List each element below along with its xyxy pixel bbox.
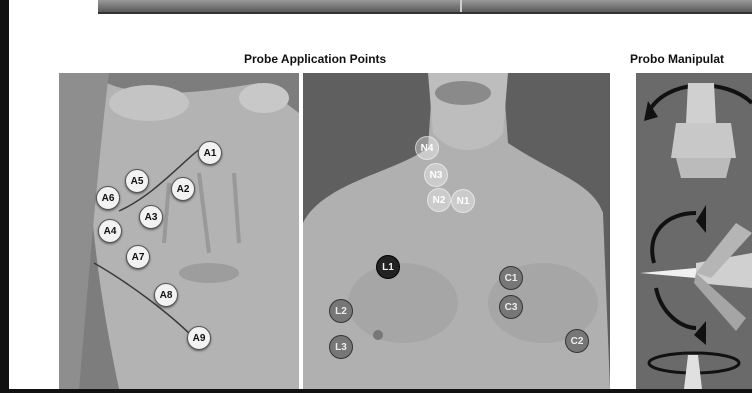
chest-image-panel: N4 N3 N2 N1 L1 C1 C3 L2 L3 C2 <box>303 73 610 389</box>
top-toolbar-strip <box>98 0 752 14</box>
window-bottom-border <box>9 389 752 393</box>
toolbar-divider <box>460 0 462 12</box>
marker-a6[interactable]: A6 <box>96 186 120 210</box>
marker-a7[interactable]: A7 <box>126 245 150 269</box>
probe-manipulation-illustration <box>636 73 752 389</box>
marker-a5[interactable]: A5 <box>125 169 149 193</box>
marker-n3[interactable]: N3 <box>424 163 448 187</box>
marker-a3[interactable]: A3 <box>139 205 163 229</box>
marker-a8[interactable]: A8 <box>154 283 178 307</box>
window-left-border <box>0 0 9 393</box>
marker-a1[interactable]: A1 <box>198 141 222 165</box>
marker-n4[interactable]: N4 <box>415 136 439 160</box>
marker-c1[interactable]: C1 <box>499 266 523 290</box>
probe-manipulation-title: Probo Manipulat <box>630 52 724 66</box>
marker-l3[interactable]: L3 <box>329 335 353 359</box>
probe-manipulation-panel <box>636 73 752 389</box>
marker-a4[interactable]: A4 <box>98 219 122 243</box>
marker-c2[interactable]: C2 <box>565 329 589 353</box>
marker-c3[interactable]: C3 <box>499 295 523 319</box>
marker-a9[interactable]: A9 <box>187 326 211 350</box>
marker-l1[interactable]: L1 <box>376 255 400 279</box>
probe-application-points-title: Probe Application Points <box>244 52 386 66</box>
marker-l2[interactable]: L2 <box>329 299 353 323</box>
abdomen-image-panel: A1 A5 A2 A6 A3 A4 A7 A8 A9 <box>59 73 299 389</box>
marker-n1[interactable]: N1 <box>451 189 475 213</box>
abdomen-illustration <box>59 73 299 389</box>
marker-a2[interactable]: A2 <box>171 177 195 201</box>
marker-n2[interactable]: N2 <box>427 188 451 212</box>
